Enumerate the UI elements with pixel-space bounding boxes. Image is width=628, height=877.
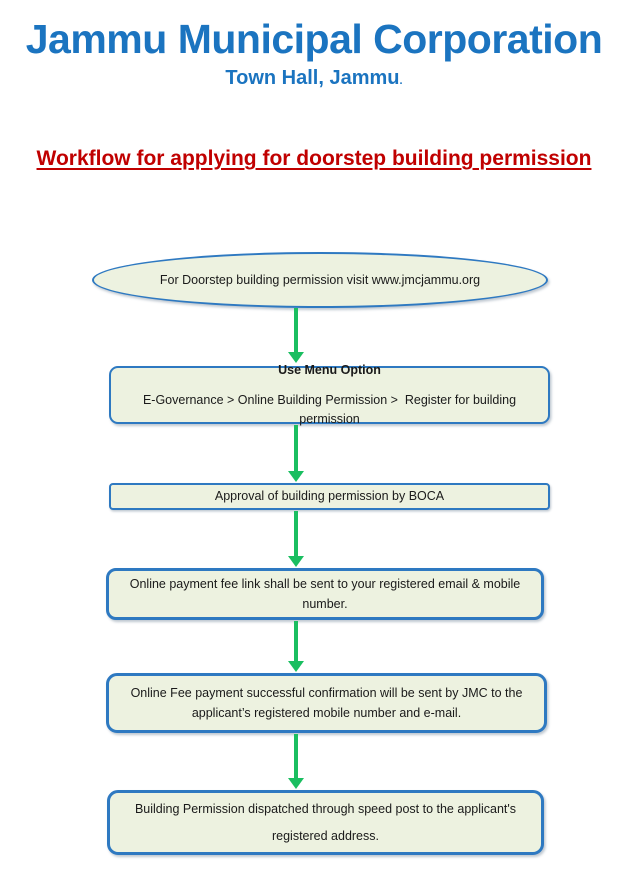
arrow-shaft [294, 621, 298, 662]
org-subtitle-period: . [399, 75, 403, 87]
down-arrow-connector-5 [288, 734, 304, 789]
flow-node-payment-confirmation-line1: Online Fee payment successful confirmati… [130, 686, 523, 700]
arrow-head-icon [288, 471, 304, 482]
flow-node-dispatch: Building Permission dispatched through s… [107, 790, 544, 855]
flow-node-menu-option: Use Menu Option E-Governance > Online Bu… [109, 363, 550, 426]
down-arrow-connector-2 [288, 425, 304, 482]
flow-node-boca-approval: Approval of building permission by BOCA [109, 483, 550, 510]
org-subtitle: Town Hall, Jammu. [0, 67, 628, 90]
arrow-head-icon [288, 352, 304, 363]
arrow-shaft [294, 308, 298, 353]
arrow-shaft [294, 511, 298, 557]
flow-node-menu-option-path: E-Governance > Online Building Permissio… [142, 393, 520, 426]
down-arrow-connector-3 [288, 511, 304, 567]
flow-node-start-text: For Doorstep building permission visit w… [159, 272, 481, 287]
down-arrow-connector-1 [288, 308, 304, 363]
flow-node-payment-confirmation: Online Fee payment successful confirmati… [106, 673, 547, 733]
flow-node-payment-link-line2: number. [302, 597, 348, 611]
flow-node-menu-option-title: Use Menu Option [278, 363, 381, 377]
flow-node-dispatch-line2: registered address. [271, 828, 379, 843]
org-title: Jammu Municipal Corporation [25, 16, 603, 62]
down-arrow-connector-4 [288, 621, 304, 672]
arrow-head-icon [288, 661, 304, 672]
flow-node-payment-link: Online payment fee link shall be sent to… [106, 568, 544, 620]
arrow-shaft [294, 425, 298, 472]
workflow-heading: Workflow for applying for doorstep build… [36, 147, 592, 170]
arrow-head-icon [288, 556, 304, 567]
flow-node-payment-confirmation-line2: applicant’s registered mobile number and… [191, 706, 462, 720]
arrow-shaft [294, 734, 298, 779]
org-subtitle-text: Town Hall, Jammu [225, 67, 400, 89]
flow-node-payment-link-line1: Online payment fee link shall be sent to… [129, 577, 521, 591]
flow-node-dispatch-line1: Building Permission dispatched through s… [134, 801, 517, 816]
flow-node-start: For Doorstep building permission visit w… [92, 252, 548, 308]
flow-node-boca-approval-text: Approval of building permission by BOCA [214, 489, 445, 503]
arrow-head-icon [288, 778, 304, 789]
